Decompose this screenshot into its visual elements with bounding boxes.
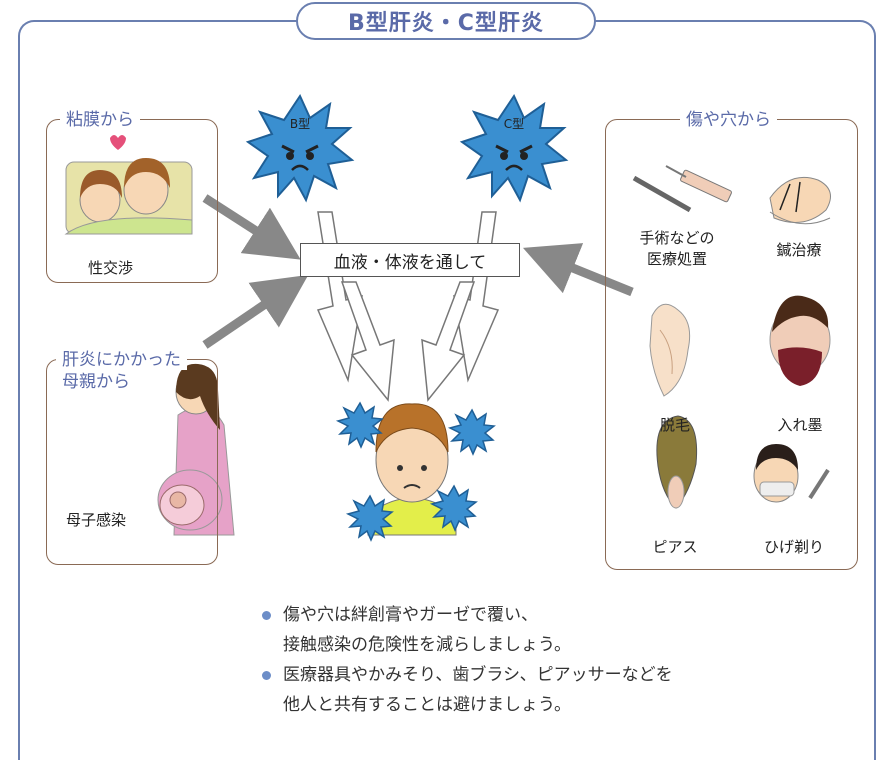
bullet-dot-icon xyxy=(262,671,271,680)
virus-c-label: C型 xyxy=(504,117,524,131)
advice-line: 傷や穴は絆創膏やガーゼで覆い、 xyxy=(283,605,538,625)
wound-item-shaving: ひげ剃り xyxy=(763,538,824,556)
bullet-dot-icon xyxy=(262,611,271,620)
mother-group-title-1: 肝炎にかかった xyxy=(56,350,187,370)
transmission-route-label: 血液・体液を通して xyxy=(300,243,520,277)
transmission-arrows-icon xyxy=(316,211,500,402)
virus-b-label: B型 xyxy=(290,117,310,131)
wounds-group-title: 傷や穴から xyxy=(680,110,777,130)
mucosa-caption: 性交渉 xyxy=(88,259,134,277)
page-title: B型肝炎・C型肝炎 xyxy=(296,2,596,40)
wound-item-hair-removal: 脱毛 xyxy=(659,416,690,434)
syringe-scalpel-icon xyxy=(632,165,732,213)
acupuncture-icon xyxy=(769,176,831,225)
advice-item: 傷や穴は絆創膏やガーゼで覆い、 接触感染の危険性を減らしましょう。 xyxy=(262,600,673,660)
hair-removal-icon xyxy=(649,303,691,397)
arrow-from-mother xyxy=(202,274,309,349)
tattoo-icon xyxy=(769,295,831,386)
pregnant-mother-icon xyxy=(157,363,235,536)
advice-line: 他人と共有することは避けましょう。 xyxy=(283,695,571,715)
mother-caption: 母子感染 xyxy=(66,511,127,529)
wound-item-acupuncture: 鍼治療 xyxy=(776,241,822,259)
advice-line: 医療器具やかみそり、歯ブラシ、ピアッサーなどを xyxy=(283,665,673,685)
piercing-icon xyxy=(656,415,698,509)
arrow-from-wounds xyxy=(522,243,634,297)
shaving-icon xyxy=(753,444,830,503)
wounds-group xyxy=(605,119,858,570)
wound-item-piercing: ピアス xyxy=(652,538,698,556)
mother-group-title-2: 母親から xyxy=(56,372,136,392)
small-virus-icon xyxy=(335,401,496,542)
virus-b-icon xyxy=(245,93,355,203)
advice-line: 接触感染の危険性を減らしましょう。 xyxy=(283,635,571,655)
virus-c-icon xyxy=(459,93,569,203)
couple-in-bed-icon xyxy=(64,135,193,235)
mucosa-group-title: 粘膜から xyxy=(60,110,140,130)
advice-list: 傷や穴は絆創膏やガーゼで覆い、 接触感染の危険性を減らしましょう。 医療器具やか… xyxy=(262,600,673,720)
wound-item-tattoo: 入れ墨 xyxy=(777,416,823,434)
wound-item-surgery: 手術などの 医療処置 xyxy=(639,229,715,268)
advice-item: 医療器具やかみそり、歯ブラシ、ピアッサーなどを 他人と共有することは避けましょう… xyxy=(262,660,673,720)
